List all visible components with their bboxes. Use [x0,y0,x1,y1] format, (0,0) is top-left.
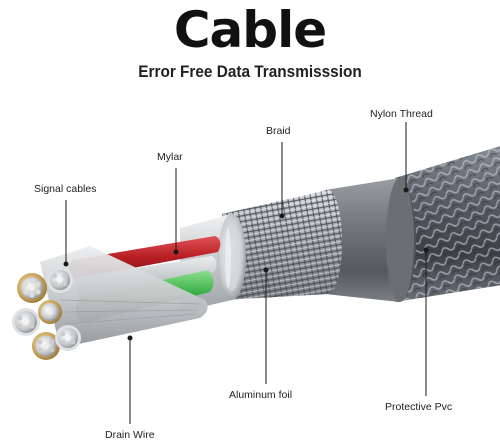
conductor-end-2 [47,267,73,293]
conductor-end-6 [38,300,62,324]
label-drain-wire: Drain Wire [105,429,155,441]
label-protective-pvc: Protective Pvc [385,401,453,413]
conductor-end-4 [32,332,60,360]
signal-cable-ends [12,267,81,360]
conductor-end-1 [17,273,47,303]
label-aluminum-foil: Aluminum foil [229,389,293,401]
label-braid: Braid [266,125,291,137]
drain-wire [40,246,208,348]
label-nylon-thread: Nylon Thread [370,108,433,120]
label-signal-cables: Signal cables [34,183,97,195]
conductor-end-3 [12,308,40,336]
braid-layer [222,190,342,300]
page-title: Cable [173,1,327,59]
label-mylar: Mylar [157,151,183,163]
conductor-end-5 [55,325,81,351]
leader-lines [63,122,429,424]
page-subtitle: Error Free Data Transmisssion [138,63,362,81]
